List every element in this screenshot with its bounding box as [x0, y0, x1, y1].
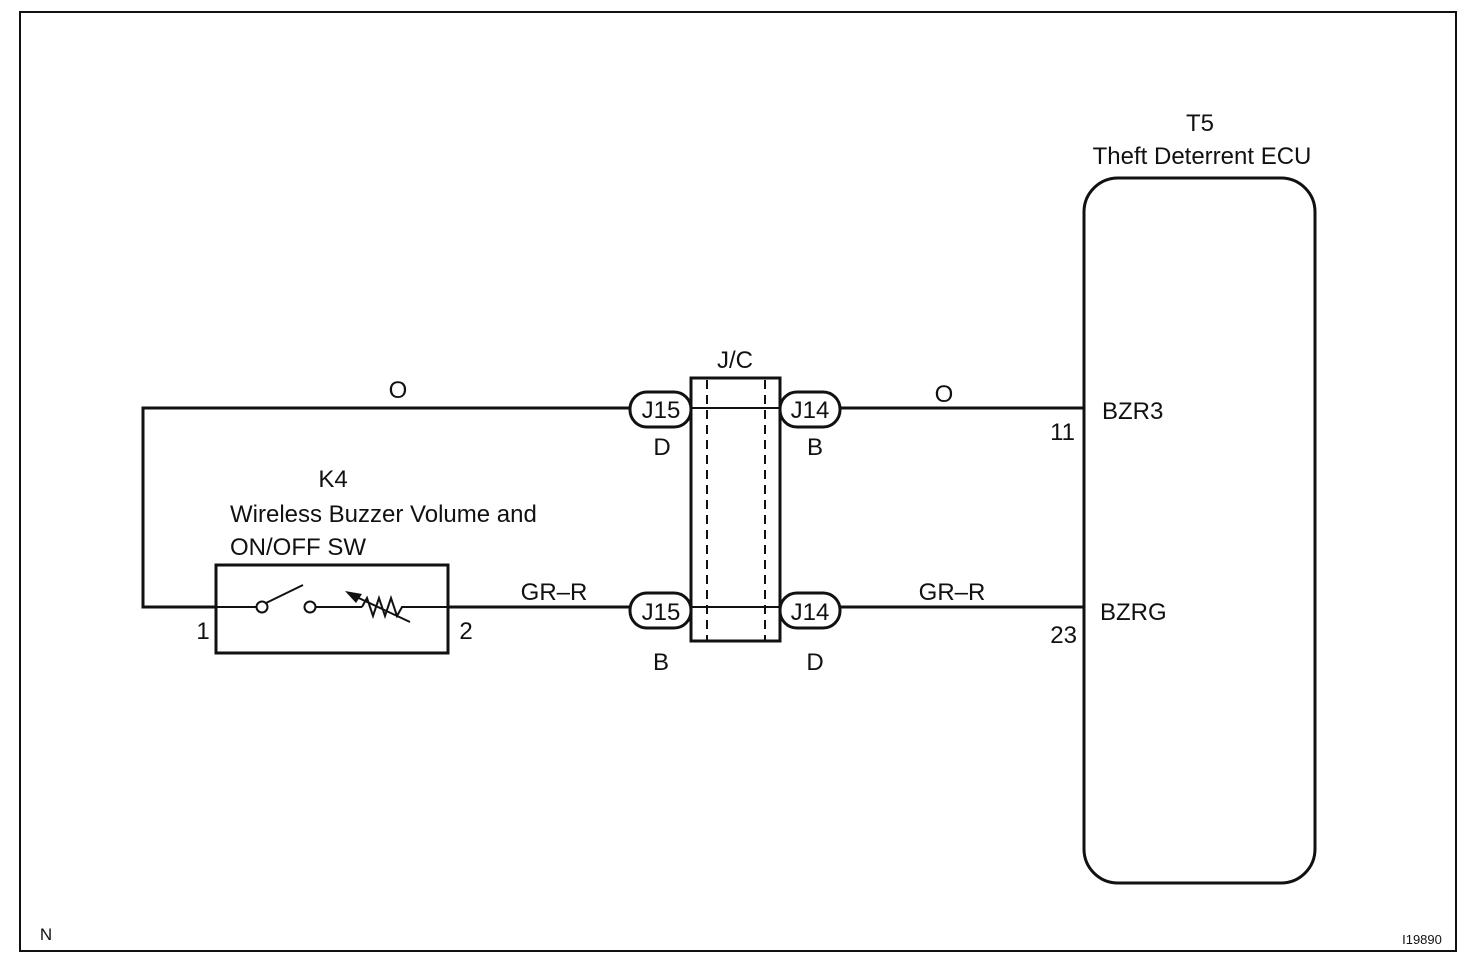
- connector-bottom-left-name: J15: [642, 599, 681, 626]
- connector-bottom-right-name: J14: [791, 599, 830, 626]
- switch-blade-icon: [265, 584, 304, 604]
- junction-block: [689, 376, 782, 643]
- connector-top-right-name: J14: [791, 397, 830, 424]
- switch-name-line1: Wireless Buzzer Volume and: [230, 501, 537, 528]
- variable-resistor-icon: [361, 594, 448, 620]
- connector-top-left: J15: [628, 390, 693, 429]
- connector-bottom-left-pin: B: [653, 649, 669, 676]
- switch-name-line2: ON/OFF SW: [230, 534, 366, 561]
- connector-bottom-left: J15: [628, 591, 693, 630]
- switch-pin-2: 2: [459, 618, 472, 645]
- wire-color-bottom-left: GR–R: [521, 579, 588, 606]
- switch-contact-b-icon: [303, 600, 317, 614]
- switch-pin-1: 1: [196, 618, 209, 645]
- ecu-pin-top: 11: [1050, 419, 1075, 446]
- arrow-head-icon: [345, 591, 362, 603]
- ecu-box: [1082, 176, 1317, 885]
- wire-color-top-right: O: [935, 381, 954, 408]
- ecu-terminal-bottom-name: BZRG: [1100, 599, 1167, 626]
- switch-box: [214, 563, 450, 655]
- ecu-terminal-top-name: BZR3: [1102, 398, 1163, 425]
- connector-bottom-right: J14: [778, 591, 842, 630]
- switch-contact-a-icon: [255, 600, 269, 614]
- switch-code: K4: [318, 466, 347, 493]
- connector-top-left-pin: D: [653, 434, 670, 461]
- figure-id: I19890: [1402, 932, 1442, 947]
- connector-bottom-right-pin: D: [806, 649, 823, 676]
- wire-color-bottom-right: GR–R: [919, 579, 986, 606]
- wire-top-left: [141, 406, 630, 609]
- ecu-code: T5: [1186, 110, 1214, 137]
- junction-label: J/C: [717, 347, 753, 374]
- switch-internal: [216, 584, 448, 623]
- connector-top-right-pin: B: [807, 434, 823, 461]
- connector-top-left-name: J15: [642, 397, 681, 424]
- corner-mark: N: [40, 925, 52, 944]
- ecu-name: Theft Deterrent ECU: [1093, 143, 1312, 170]
- wire-color-top-left: O: [389, 377, 408, 404]
- connector-top-right: J14: [778, 390, 842, 429]
- ecu-pin-bottom: 23: [1050, 622, 1077, 649]
- diagram-frame: [19, 11, 1457, 952]
